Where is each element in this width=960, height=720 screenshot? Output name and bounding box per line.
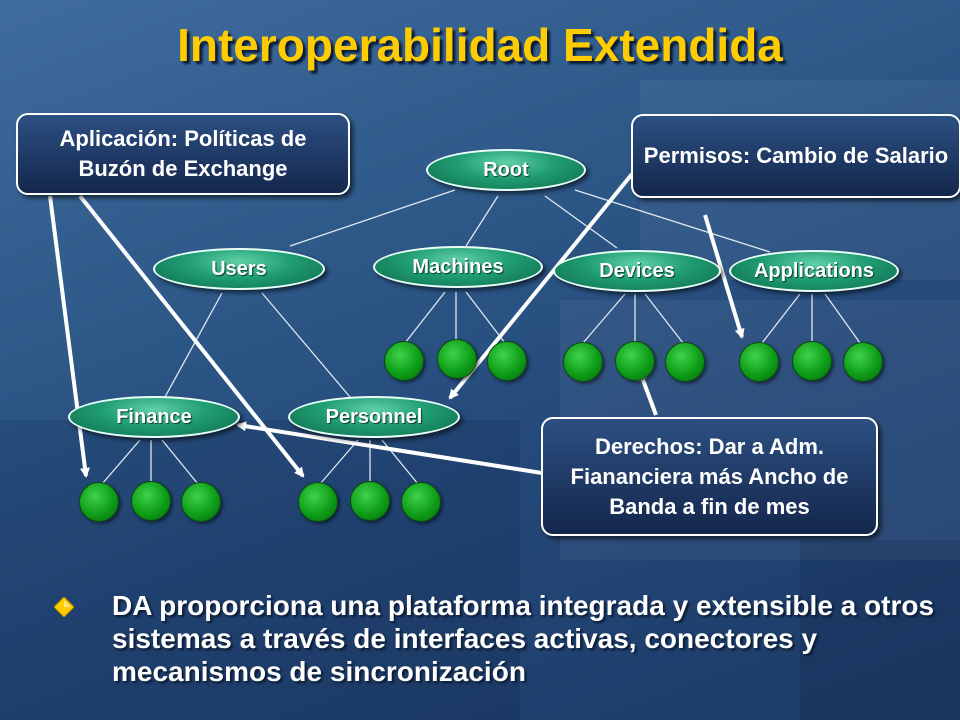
callout-rights: Derechos: Dar a Adm. Fiananciera más Anc… xyxy=(541,417,878,536)
background-panel xyxy=(800,540,960,720)
leaf-node[interactable] xyxy=(437,339,477,379)
edge-root-applications xyxy=(574,189,771,253)
arrow-rights-to-finance xyxy=(236,421,543,475)
leaf-node[interactable] xyxy=(487,341,527,381)
edge-finance-leaf xyxy=(161,439,199,485)
slide-title: Interoperabilidad Extendida xyxy=(177,19,783,71)
bullet-text: DA proporciona una plataforma integrada … xyxy=(112,590,935,687)
edge-root-users xyxy=(289,189,456,247)
leaf-node[interactable] xyxy=(79,482,119,522)
edge-applications-leaf xyxy=(761,293,801,344)
callout-application-policy: Aplicación: Políticas de Buzón de Exchan… xyxy=(16,113,350,195)
node-finance[interactable]: Finance xyxy=(68,396,240,438)
arrow-permissions-to-personnel xyxy=(448,172,634,400)
callout-permissions: Permisos: Cambio de Salario xyxy=(631,114,960,198)
leaf-node[interactable] xyxy=(401,482,441,522)
edge-root-devices xyxy=(544,195,618,249)
callout-rights-text: Derechos: Dar a Adm. Fiananciera más Anc… xyxy=(570,433,849,519)
leaf-node[interactable] xyxy=(739,342,779,382)
edge-devices-leaf xyxy=(644,293,684,344)
edge-root-machines xyxy=(465,195,499,247)
leaf-node[interactable] xyxy=(350,481,390,521)
node-applications[interactable]: Applications xyxy=(729,250,899,292)
node-devices[interactable]: Devices xyxy=(553,250,721,292)
node-users[interactable]: Users xyxy=(153,248,325,290)
leaf-node[interactable] xyxy=(665,342,705,382)
edge-devices-leaf xyxy=(582,293,626,344)
callout-application-policy-text: Aplicación: Políticas de Buzón de Exchan… xyxy=(59,126,307,181)
arrow-permissions-to-app-leaf xyxy=(703,214,745,339)
edge-finance-leaf xyxy=(101,439,141,485)
edge-users-finance xyxy=(164,292,223,398)
edge-applications-leaf xyxy=(824,293,861,344)
node-machines[interactable]: Machines xyxy=(373,246,543,288)
leaf-node[interactable] xyxy=(792,341,832,381)
leaf-node[interactable] xyxy=(384,341,424,381)
leaf-node[interactable] xyxy=(181,482,221,522)
leaf-node[interactable] xyxy=(298,482,338,522)
node-root[interactable]: Root xyxy=(426,149,586,191)
arrow-policy-to-finance-leaf xyxy=(48,195,90,478)
edge-machines-leaf xyxy=(465,291,506,344)
edge-users-personnel xyxy=(261,292,351,398)
node-personnel[interactable]: Personnel xyxy=(288,396,460,438)
leaf-node[interactable] xyxy=(563,342,603,382)
leaf-node[interactable] xyxy=(131,481,171,521)
callout-permissions-text: Permisos: Cambio de Salario xyxy=(643,143,949,168)
leaf-node[interactable] xyxy=(843,342,883,382)
diamond-bullet-icon xyxy=(54,597,74,617)
edge-machines-leaf xyxy=(404,291,446,344)
leaf-node[interactable] xyxy=(615,341,655,381)
edge-personnel-leaf xyxy=(319,439,359,485)
